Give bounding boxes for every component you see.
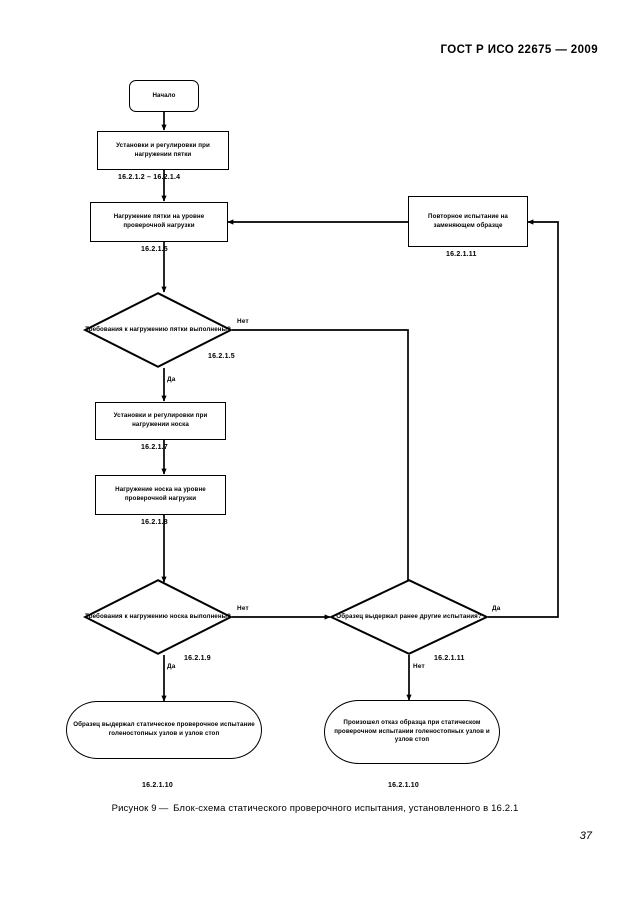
- node-toe-setup: Установки и регулировки при нагружении н…: [95, 402, 226, 440]
- page-number: 37: [579, 830, 592, 842]
- node-toe-load-label: Нагружение носка на уровне проверочной н…: [115, 486, 206, 502]
- ref-fail-end: 16.2.1.10: [388, 782, 419, 789]
- node-start-label: Начало: [152, 91, 176, 99]
- ref-toe-check: 16.2.1.9: [184, 655, 211, 662]
- ref-prior-tests-check: 16.2.1.11: [434, 655, 465, 662]
- ref-toe-setup: 16.2.1.7: [141, 444, 168, 451]
- node-retest: Повторное испытание на заменяющем образц…: [408, 196, 528, 247]
- node-heel-load: Нагружение пятки на уровне проверочной н…: [90, 202, 228, 242]
- node-heel-load-label: Нагружение пятки на уровне проверочной н…: [113, 213, 205, 229]
- node-heel-setup-label: Установки и регулировки при нагружении п…: [116, 141, 210, 158]
- node-toe-check-label: Требования к нагружению носка выполнены?: [85, 613, 231, 621]
- figure-caption: Рисунок 9— Блок-схема статического прове…: [0, 803, 630, 814]
- node-retest-label: Повторное испытание на заменяющем образц…: [428, 212, 508, 229]
- ref-toe-load: 16.2.1.8: [141, 519, 168, 526]
- ref-heel-load: 16.2.1.5: [141, 246, 168, 253]
- node-toe-check: Требования к нагружению носка выполнены?: [82, 579, 234, 655]
- node-prior-tests-check-label: Образец выдержал ранее другие испытания?: [336, 613, 482, 621]
- ref-heel-check: 16.2.1.5: [208, 353, 235, 360]
- node-toe-setup-label: Установки и регулировки при нагружении н…: [113, 412, 208, 428]
- edge-label-toe-check-no: Нет: [237, 605, 249, 612]
- edge-label-prior-tests-yes: Да: [492, 605, 501, 612]
- node-fail-end: Произошел отказ образца при статическом …: [324, 700, 500, 764]
- edge-label-prior-tests-no: Нет: [413, 663, 425, 670]
- node-pass-end-label: Образец выдержал статическое проверочное…: [73, 721, 255, 737]
- node-heel-check-label: Требования к нагружению пятки выполнены?: [85, 326, 231, 334]
- node-start: Начало: [129, 80, 199, 112]
- figure-caption-prefix: Рисунок 9: [111, 803, 157, 814]
- node-heel-setup: Установки и регулировки при нагружении п…: [97, 131, 229, 170]
- edge-label-toe-check-yes: Да: [167, 663, 176, 670]
- figure-caption-text: Блок-схема статического проверочного исп…: [173, 803, 519, 814]
- node-prior-tests-check: Образец выдержал ранее другие испытания?: [328, 579, 490, 655]
- node-fail-end-label: Произошел отказ образца при статическом …: [334, 718, 490, 744]
- node-heel-check: Требования к нагружению пятки выполнены?: [82, 292, 234, 368]
- ref-pass-end: 16.2.1.10: [142, 782, 173, 789]
- node-pass-end: Образец выдержал статическое проверочное…: [66, 701, 262, 759]
- ref-retest: 16.2.1.11: [446, 251, 477, 258]
- ref-heel-setup: 16.2.1.2 – 16.2.1.4: [118, 174, 181, 181]
- edge-label-heel-check-no: Нет: [237, 318, 249, 325]
- document-header-standard-number: ГОСТ Р ИСО 22675 — 2009: [440, 44, 598, 56]
- figure-caption-dash: —: [158, 803, 169, 814]
- edge-label-heel-check-yes: Да: [167, 376, 176, 383]
- node-toe-load: Нагружение носка на уровне проверочной н…: [95, 475, 226, 515]
